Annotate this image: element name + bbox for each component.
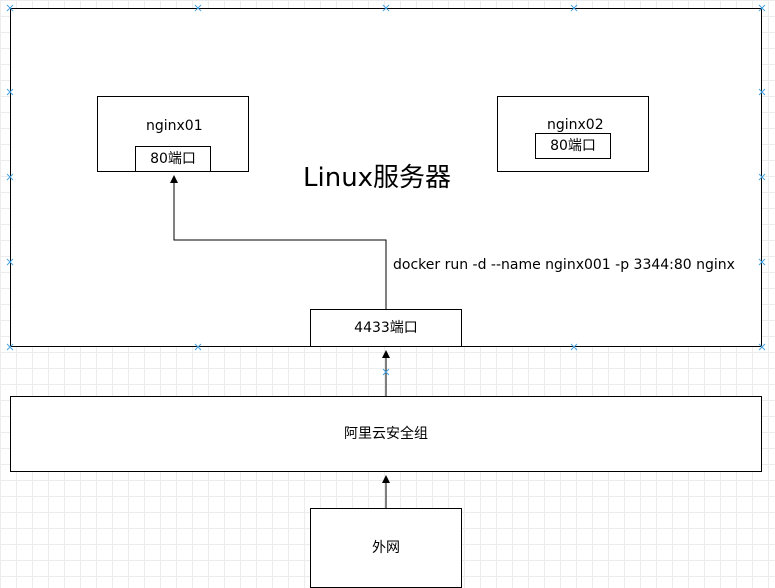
handle-marker xyxy=(6,343,14,351)
handle-marker xyxy=(194,343,202,351)
handle-marker xyxy=(382,4,390,12)
handle-marker xyxy=(570,343,578,351)
nginx02-label: nginx02 xyxy=(547,117,604,133)
internet-box[interactable]: 外网 xyxy=(310,508,462,588)
handle-marker xyxy=(758,173,766,181)
nginx01-label: nginx01 xyxy=(146,118,203,134)
handle-marker xyxy=(570,4,578,12)
nginx01-port-box[interactable]: 80端口 xyxy=(135,146,211,172)
handle-marker xyxy=(6,4,14,12)
handle-marker xyxy=(758,88,766,96)
handle-marker xyxy=(758,4,766,12)
linux-server-title: Linux服务器 xyxy=(303,163,452,193)
docker-command-text: docker run -d --name nginx001 -p 3344:80… xyxy=(393,257,735,273)
handle-marker xyxy=(382,368,390,376)
handle-marker xyxy=(6,258,14,266)
host-port-box[interactable]: 4433端口 xyxy=(310,309,462,347)
selection-handles xyxy=(6,4,766,376)
handle-marker xyxy=(758,258,766,266)
handle-marker xyxy=(6,88,14,96)
handle-marker xyxy=(194,4,202,12)
handle-marker xyxy=(6,173,14,181)
nginx02-port-box[interactable]: 80端口 xyxy=(535,133,611,159)
arrow-port-to-nginx01 xyxy=(170,175,387,309)
security-group-box[interactable]: 阿里云安全组 xyxy=(10,396,762,472)
handle-marker xyxy=(758,343,766,351)
